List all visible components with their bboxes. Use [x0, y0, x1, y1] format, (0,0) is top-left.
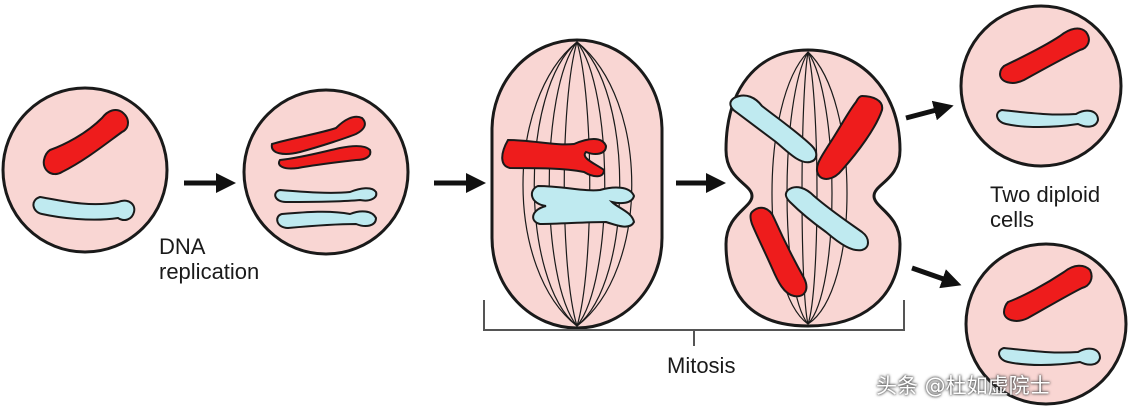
chromatid-blue-2 [276, 210, 378, 230]
mitosis-bracket [483, 300, 905, 346]
cell-anaphase [724, 48, 902, 328]
label-dna-replication-line2: replication [159, 259, 260, 284]
chromatid-blue-lower [784, 186, 869, 252]
chromosome-blue-d1 [996, 108, 1100, 128]
label-dna-replication-line1: DNA [159, 234, 206, 259]
cell-replicated [242, 88, 410, 256]
chromosome-blue [32, 195, 136, 221]
chromosome-red [42, 109, 129, 176]
cell-parent [1, 86, 169, 254]
label-two-diploid-line2: cells [990, 207, 1035, 232]
chromosome-red-metaphase [501, 138, 608, 178]
arrow-upper [905, 100, 954, 121]
chromosome-blue-metaphase [530, 184, 636, 228]
chromatid-red-upper [816, 94, 884, 180]
chromosome-blue-d2 [998, 346, 1102, 366]
chromatid-red-2 [278, 145, 372, 170]
watermark: 头条 @杜如虚院士 [876, 374, 1051, 398]
chromatid-blue-1 [274, 187, 378, 204]
chromosome-red-d2 [1002, 264, 1093, 322]
spindle-fibers [522, 41, 633, 327]
daughter-cell-2 [964, 242, 1128, 406]
label-two-diploid-cells: Two diploid cells [990, 182, 1100, 232]
chromosome-red-d1 [998, 27, 1090, 84]
cell-metaphase [490, 38, 664, 330]
chromatid-red-1 [270, 115, 366, 155]
arrow-lower [911, 265, 962, 289]
daughter-cell-1 [959, 4, 1123, 168]
label-mitosis: Mitosis [667, 353, 736, 378]
label-dna-replication: DNA replication [159, 234, 259, 284]
label-two-diploid-line1: Two diploid [990, 182, 1101, 207]
chromatid-blue-upper [729, 94, 818, 164]
chromatid-red-lower [749, 206, 808, 298]
